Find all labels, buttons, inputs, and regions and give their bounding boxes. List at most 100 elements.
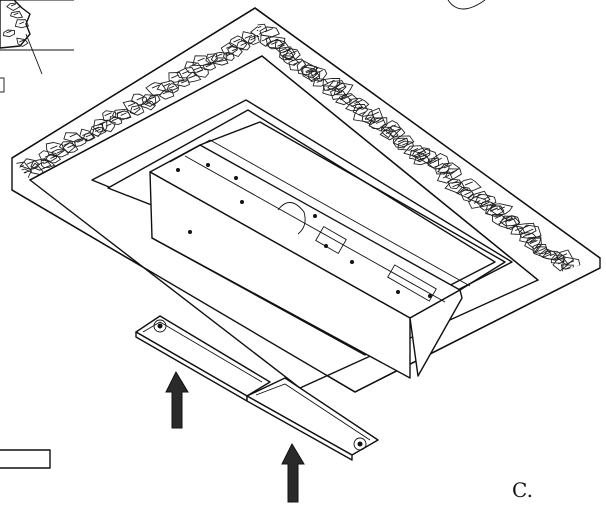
stone-cell <box>2 29 15 38</box>
stone-cell <box>368 117 388 132</box>
screw-dot <box>350 260 354 264</box>
part-label-box <box>0 449 51 469</box>
stone-cell <box>168 72 185 83</box>
stone-cell <box>352 103 369 117</box>
stone-cell <box>468 196 487 209</box>
burner-loop <box>277 202 306 235</box>
stone-cell <box>236 39 251 51</box>
stone-crack <box>549 252 558 257</box>
stone-cell <box>156 80 179 93</box>
stone-crack <box>293 61 300 66</box>
stone-cell <box>296 59 319 76</box>
stone-texture-top <box>255 23 590 280</box>
stone-cell <box>247 35 260 45</box>
stone-cell <box>111 108 132 121</box>
stone-crack <box>116 110 124 115</box>
screw-dot <box>324 244 328 248</box>
stone-cell <box>327 80 347 94</box>
detail-inset <box>0 0 74 93</box>
plate-knob-right <box>353 437 367 451</box>
stone-crack <box>399 137 408 142</box>
burner-rail-inner <box>184 155 446 303</box>
stone-crack <box>133 107 140 111</box>
stone-cell <box>240 31 256 45</box>
stone-crack <box>443 164 452 169</box>
burner-rail <box>169 139 471 287</box>
stone-crack <box>197 57 205 62</box>
stone-crack <box>226 44 234 49</box>
stone-crack <box>181 80 187 84</box>
stone-crack <box>358 111 367 116</box>
screw-dot <box>188 230 192 234</box>
stone-crack <box>525 228 534 233</box>
cover-plate-right <box>246 377 379 461</box>
stone-cell <box>556 249 574 266</box>
plate-knob-left-center <box>157 323 163 329</box>
stone-cell <box>184 61 204 74</box>
stone-crack <box>464 181 473 186</box>
stone-crack <box>162 82 171 87</box>
stone-crack <box>136 96 144 101</box>
stone-cell <box>177 79 191 87</box>
stone-crack <box>77 139 84 143</box>
stone-cell <box>388 125 406 138</box>
stone-crack <box>482 195 491 200</box>
arrow-up-right <box>281 442 305 503</box>
screw-dot <box>234 176 238 180</box>
firebox-back-rail <box>199 121 506 291</box>
screw-dot <box>428 294 432 298</box>
stone-cell <box>335 94 353 106</box>
stone-crack <box>310 73 317 77</box>
stone-cell <box>489 203 514 216</box>
plate-knob-left <box>153 319 167 333</box>
stone-crack <box>19 39 25 43</box>
stone-crack <box>448 169 457 175</box>
stone-cell <box>14 19 30 29</box>
stone-crack <box>63 141 71 146</box>
stone-cell <box>192 55 213 66</box>
stone-cell <box>524 236 542 253</box>
firebox-side-wall <box>409 289 463 377</box>
stone-cell <box>392 135 415 148</box>
stone-crack <box>50 145 58 150</box>
stone-crack <box>326 79 335 84</box>
stone-crack <box>529 239 537 243</box>
stone-cell <box>284 47 301 62</box>
stone-crack <box>127 102 136 107</box>
stone-crack <box>264 28 273 33</box>
stone-crack <box>371 111 380 116</box>
stone-crack <box>32 166 39 170</box>
stone-crack <box>50 155 57 159</box>
stone-cell <box>227 45 243 58</box>
stone-cell <box>102 110 117 122</box>
stone-cell <box>122 100 141 115</box>
stone-cell <box>38 150 58 162</box>
stone-crack <box>151 84 160 89</box>
stone-crack <box>566 260 575 265</box>
stone-crack <box>207 54 216 59</box>
stone-crack <box>495 215 502 219</box>
stone-cell <box>479 200 497 211</box>
stone-cell <box>89 123 104 138</box>
screw-dot <box>176 168 180 172</box>
terminal-block <box>387 264 437 302</box>
stone-cell <box>129 104 145 116</box>
screw-dot <box>240 200 244 204</box>
stone-cell <box>310 66 328 82</box>
stone-cell <box>457 178 482 192</box>
arrow-up-left <box>165 370 189 429</box>
stone-cell <box>409 149 428 163</box>
stone-cell <box>274 38 291 54</box>
stone-crack <box>182 70 190 75</box>
stone-cell <box>16 37 29 48</box>
corner-mark: C. <box>512 478 533 502</box>
stone-crack <box>335 91 343 95</box>
stone-cell <box>9 10 24 19</box>
stone-cell <box>79 128 95 142</box>
stone-crack <box>205 64 212 68</box>
stone-crack <box>13 12 19 16</box>
stone-crack <box>338 85 347 90</box>
firebox-lower-lip <box>151 237 366 356</box>
plate-knob-right-center <box>357 441 363 447</box>
stone-cell <box>141 94 157 108</box>
